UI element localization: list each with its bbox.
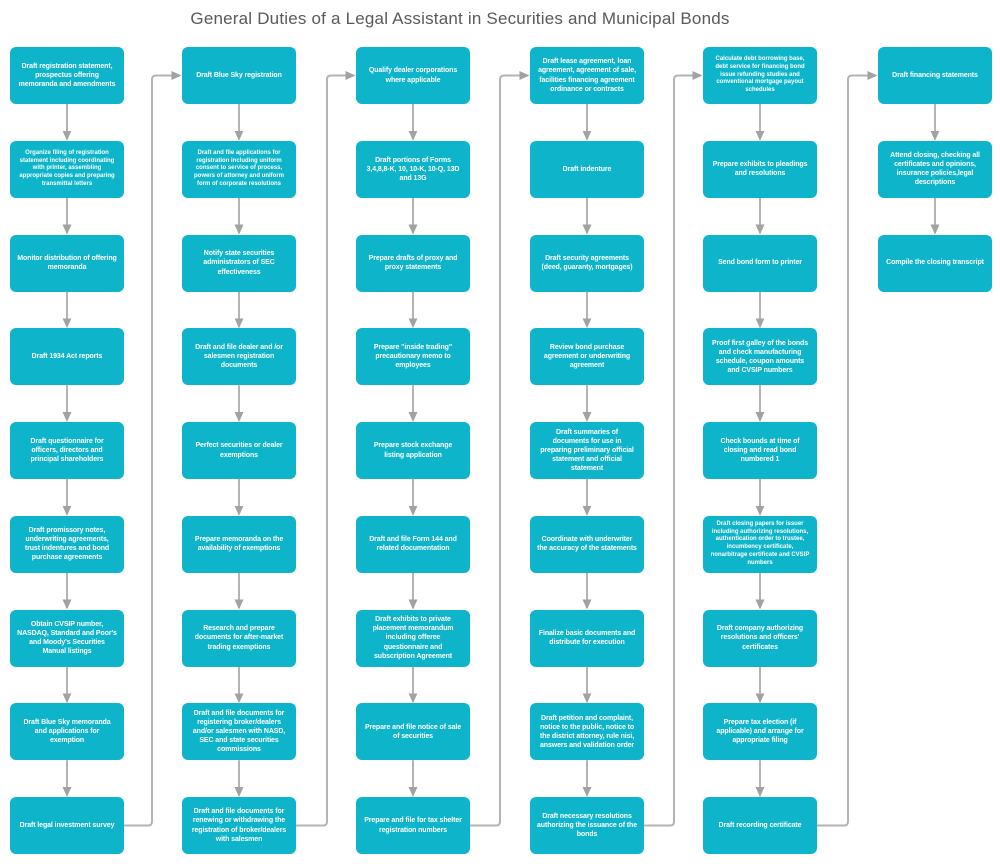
flow-connector — [470, 71, 530, 827]
flow-node: Draft closing papers for issuer includin… — [703, 515, 817, 573]
flow-node: Perfect securities or dealer exemptions — [182, 422, 296, 479]
flow-node: Draft petition and complaint, notice to … — [530, 703, 644, 761]
flow-node: Draft legal investment survey — [10, 797, 124, 854]
flow-node: Draft exhibits to private placement memo… — [356, 609, 470, 667]
flow-node: Draft indenture — [530, 140, 644, 198]
flow-node: Notify state securities administrators o… — [182, 234, 296, 292]
flow-node: Send bond form to printer — [703, 234, 817, 292]
flow-node: Draft company authorizing resolutions an… — [703, 609, 817, 667]
flow-node: Prepare exhibits to pleadings and resolu… — [703, 140, 817, 198]
flow-node: Draft financing statements — [878, 47, 992, 104]
flow-node: Draft and file Form 144 and related docu… — [356, 515, 470, 573]
flow-node: Draft and file documents for renewing or… — [182, 797, 296, 854]
diagram-title: General Duties of a Legal Assistant in S… — [190, 9, 730, 28]
flow-node: Prepare "inside trading" precautionary m… — [356, 328, 470, 386]
flow-node: Draft questionnaire for officers, direct… — [10, 422, 124, 479]
flow-node: Prepare and file for tax shelter registr… — [356, 797, 470, 854]
flow-node: Draft Blue Sky registration — [182, 47, 296, 104]
flow-node: Prepare and file notice of sale of secur… — [356, 703, 470, 761]
flow-node: Coordinate with underwriter the accuracy… — [530, 515, 644, 573]
flow-connector — [124, 71, 182, 827]
flow-node: Prepare memoranda on the availability of… — [182, 515, 296, 573]
flow-node: Draft summaries of documents for use in … — [530, 422, 644, 479]
flow-node: Draft security agreements (deed, guarant… — [530, 234, 644, 292]
flow-node: Draft promissory notes, underwriting agr… — [10, 515, 124, 573]
flow-node: Attend closing, checking all certificate… — [878, 140, 992, 198]
flow-node: Research and prepare documents for after… — [182, 609, 296, 667]
flow-node: Organize filing of registration statemen… — [10, 140, 124, 198]
flow-node: Draft registration statement, prospectus… — [10, 47, 124, 104]
flow-node: Obtain CVSIP number, NASDAQ, Standard an… — [10, 609, 124, 667]
flow-node: Qualify dealer corporations where applic… — [356, 47, 470, 104]
flow-node: Calculate debt borrowing base, debt serv… — [703, 47, 817, 104]
flow-node: Draft Blue Sky memoranda and application… — [10, 703, 124, 761]
flow-node: Finalize basic documents and distribute … — [530, 609, 644, 667]
flow-connector — [817, 71, 878, 827]
flow-node: Draft recording certificate — [703, 797, 817, 854]
flow-node: Compile the closing transcript — [878, 234, 992, 292]
flow-connector — [644, 71, 703, 827]
flow-node: Draft lease agreement, loan agreement, a… — [530, 47, 644, 104]
flow-node: Draft and file documents for registering… — [182, 703, 296, 761]
flow-node: Prepare tax election (if applicable) and… — [703, 703, 817, 761]
flow-node: Prepare drafts of proxy and proxy statem… — [356, 234, 470, 292]
flow-node: Draft necessary resolutions authorizing … — [530, 797, 644, 854]
flow-node: Draft and file dealer and /or salesmen r… — [182, 328, 296, 386]
flow-node: Proof first galley of the bonds and chec… — [703, 328, 817, 386]
flow-node: Check bounds at time of closing and read… — [703, 422, 817, 479]
flow-node: Draft 1934 Act reports — [10, 328, 124, 386]
flow-node: Monitor distribution of offering memoran… — [10, 234, 124, 292]
flow-node: Draft portions of Forms 3,4,8,8-K, 10, 1… — [356, 140, 470, 198]
flow-edges — [62, 71, 940, 827]
flow-connector — [296, 71, 356, 827]
flow-node: Draft and file applications for registra… — [182, 140, 296, 198]
flow-node: Prepare stock exchange listing applicati… — [356, 422, 470, 479]
flow-node: Review bond purchase agreement or underw… — [530, 328, 644, 386]
